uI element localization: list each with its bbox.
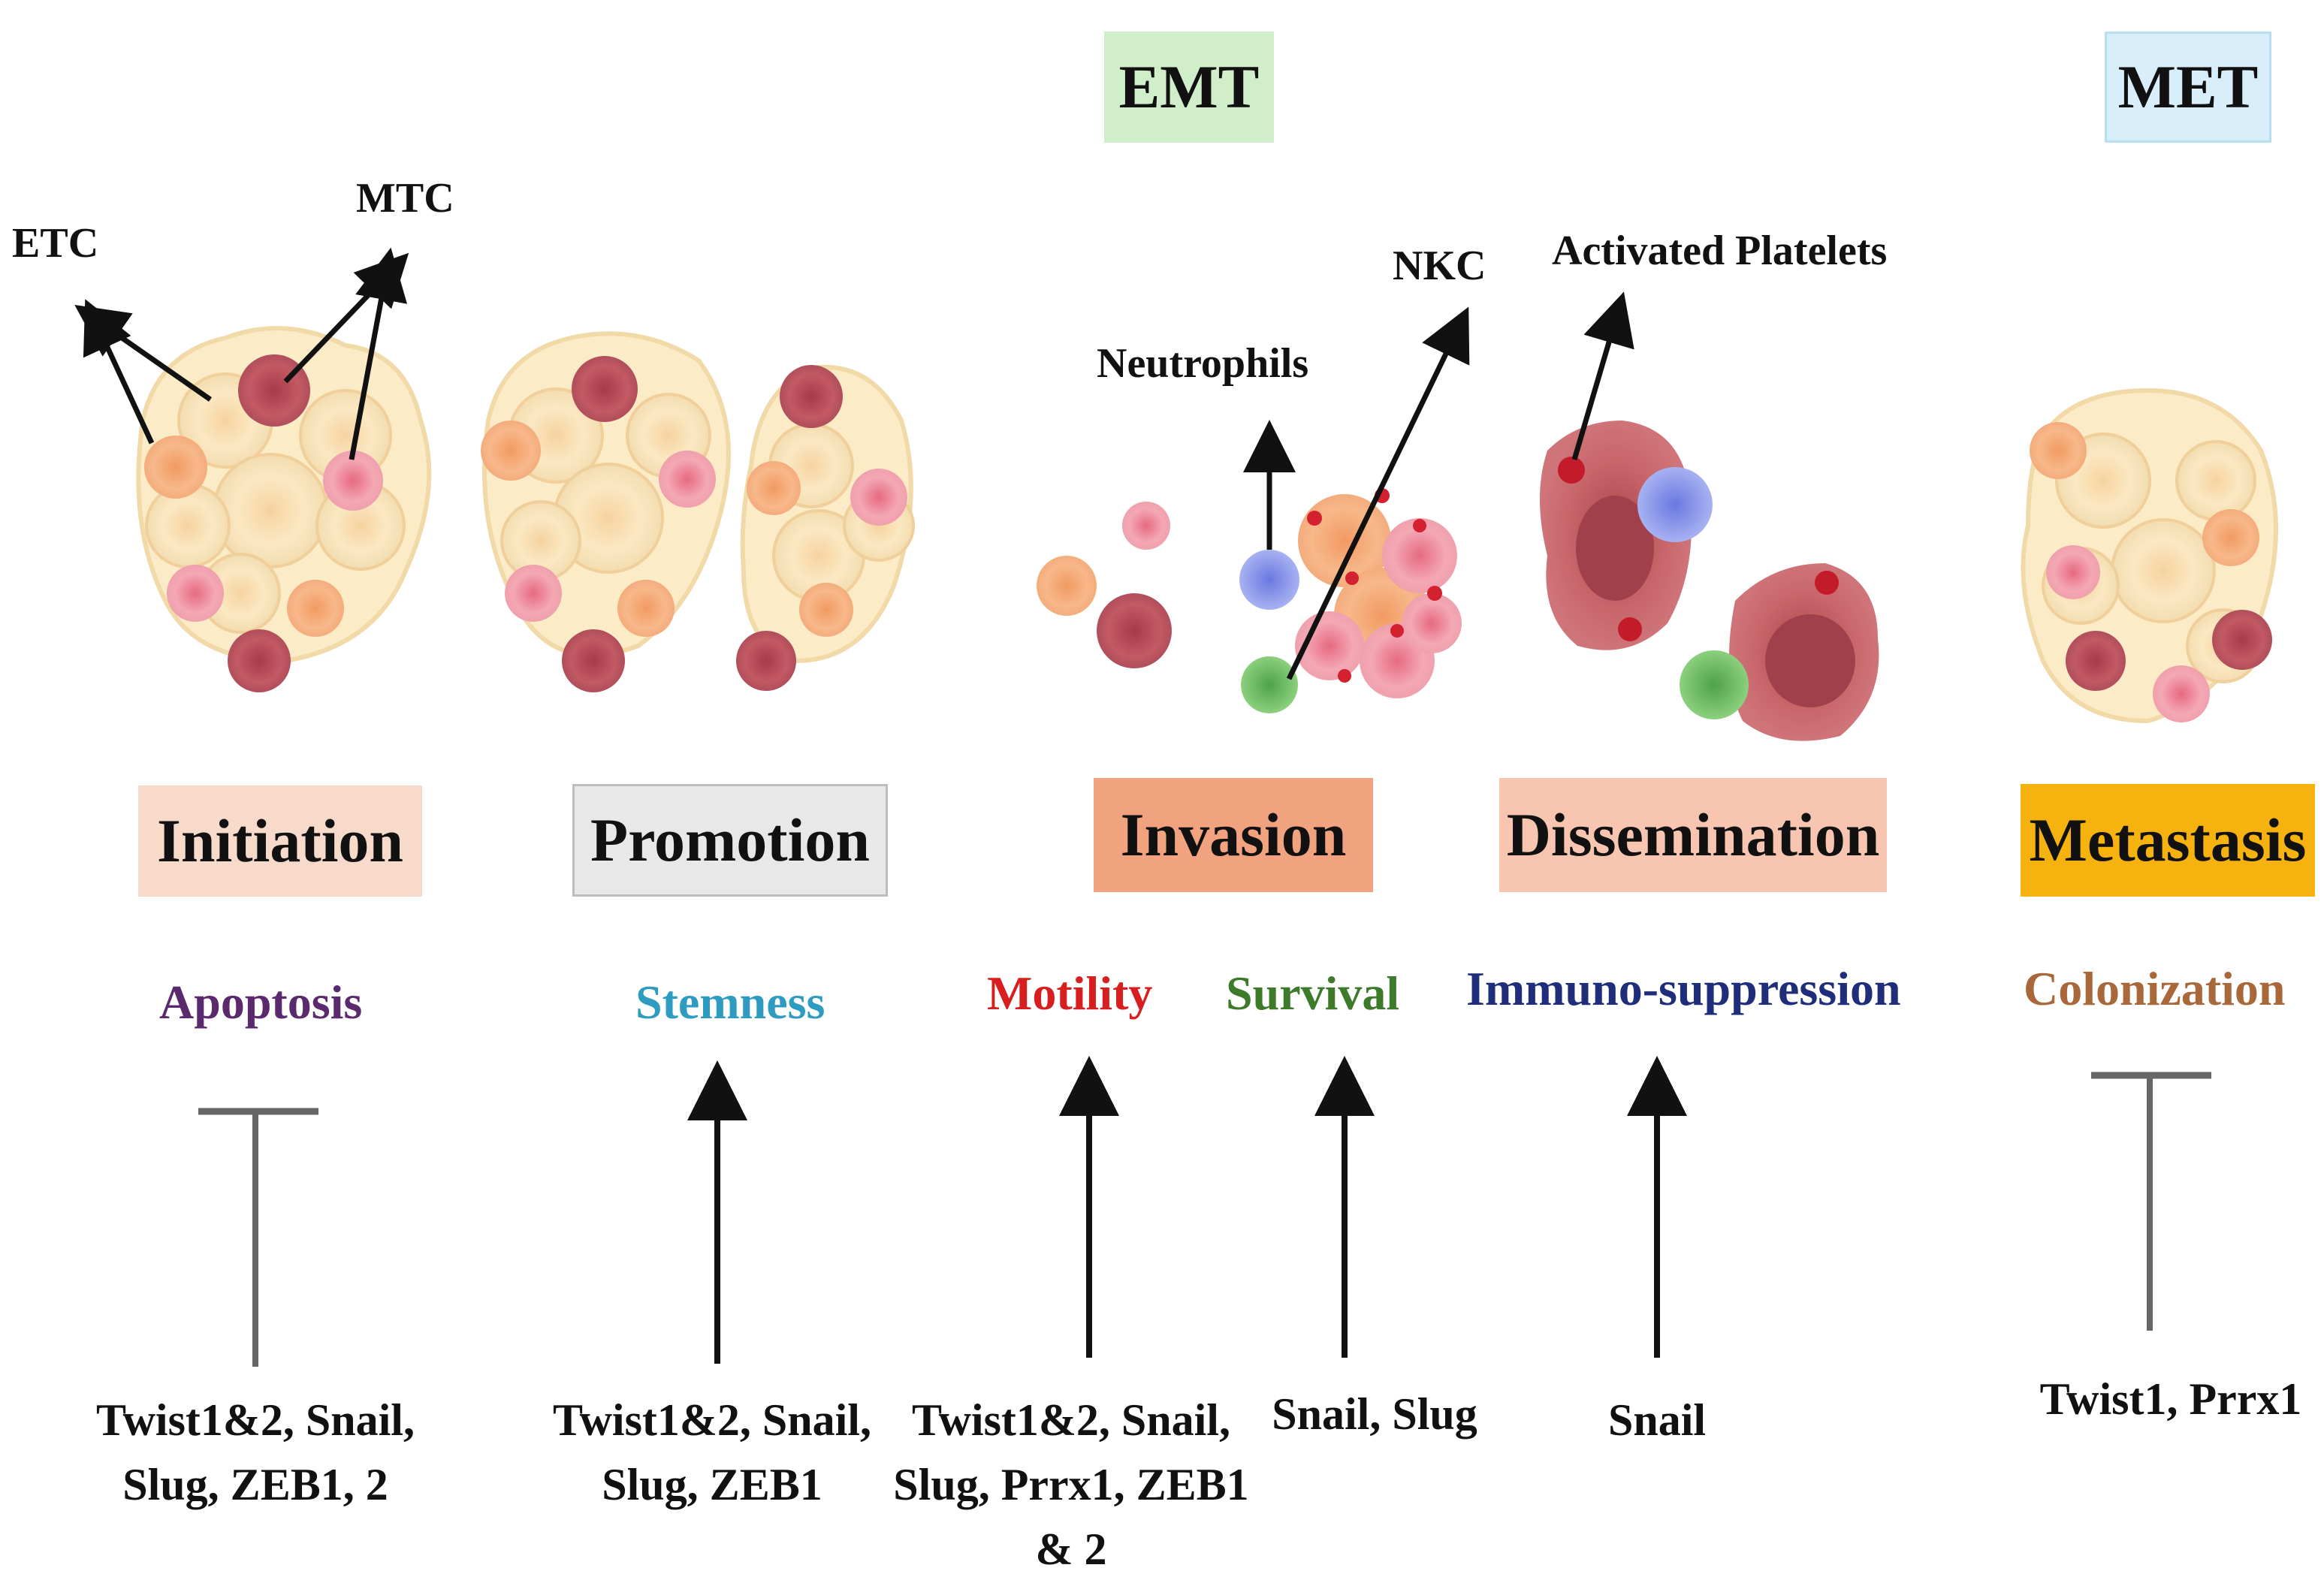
stage-invasion: Invasion — [1094, 778, 1373, 892]
genes-initiation: Twist1&2, Snail, Slug, ZEB1, 2 — [75, 1388, 436, 1517]
genes-invasion-motility: Twist1&2, Snail, Slug, Prrx1, ZEB1 & 2 — [883, 1388, 1259, 1581]
tumor-cluster-metastasis — [2021, 387, 2278, 724]
dissemination-cells — [1540, 421, 1879, 741]
label-etc: ETC — [12, 220, 99, 267]
genes-line: Twist1, Prrx1 — [2039, 1374, 2302, 1424]
genes-line: & 2 — [1035, 1524, 1107, 1574]
genes-immunosuppression: Snail — [1567, 1388, 1747, 1452]
genes-line: Snail, Slug — [1272, 1389, 1477, 1439]
genes-line: Twist1&2, Snail, — [96, 1395, 415, 1445]
function-survival: Survival — [1226, 966, 1400, 1020]
genes-colonization: Twist1, Prrx1 — [2021, 1367, 2321, 1431]
stage-promotion: Promotion — [572, 784, 888, 897]
label-nkc: NKC — [1393, 243, 1486, 289]
phase-label-emt: EMT — [1104, 32, 1274, 143]
genes-line: Snail — [1607, 1395, 1707, 1445]
label-mtc: MTC — [356, 175, 454, 222]
genes-line: Slug, ZEB1 — [602, 1460, 822, 1509]
stage-dissemination: Dissemination — [1499, 778, 1887, 892]
platelets-arrow — [1571, 291, 1634, 460]
genes-survival: Snail, Slug — [1247, 1382, 1502, 1446]
invasion-cells — [1037, 488, 1462, 713]
phase-label-met: MET — [2105, 32, 2271, 143]
label-neutrophils: Neutrophils — [1097, 340, 1309, 387]
function-stemness: Stemness — [635, 975, 825, 1029]
label-activated-platelets: Activated Platelets — [1552, 228, 1888, 274]
function-apoptosis: Apoptosis — [159, 975, 363, 1029]
function-immuno-suppression: Immuno-suppression — [1466, 962, 1901, 1015]
stage-initiation: Initiation — [138, 785, 422, 897]
genes-promotion: Twist1&2, Snail, Slug, ZEB1 — [502, 1388, 922, 1517]
genes-line: Twist1&2, Snail, — [553, 1395, 871, 1445]
regulation-connectors — [198, 1056, 2211, 1367]
genes-line: Slug, Prrx1, ZEB1 — [893, 1460, 1249, 1509]
genes-line: Slug, ZEB1, 2 — [122, 1460, 388, 1509]
stage-metastasis: Metastasis — [2021, 784, 2315, 897]
nkc-arrow — [1286, 306, 1470, 680]
genes-line: Twist1&2, Snail, — [912, 1395, 1230, 1445]
tumor-cluster-initiation — [136, 326, 432, 692]
tumor-cluster-promotion — [481, 331, 915, 692]
mtc-arrow-2 — [349, 247, 408, 460]
function-colonization: Colonization — [2024, 962, 2286, 1015]
function-motility: Motility — [987, 966, 1153, 1020]
etc-arrow-2 — [83, 299, 155, 445]
